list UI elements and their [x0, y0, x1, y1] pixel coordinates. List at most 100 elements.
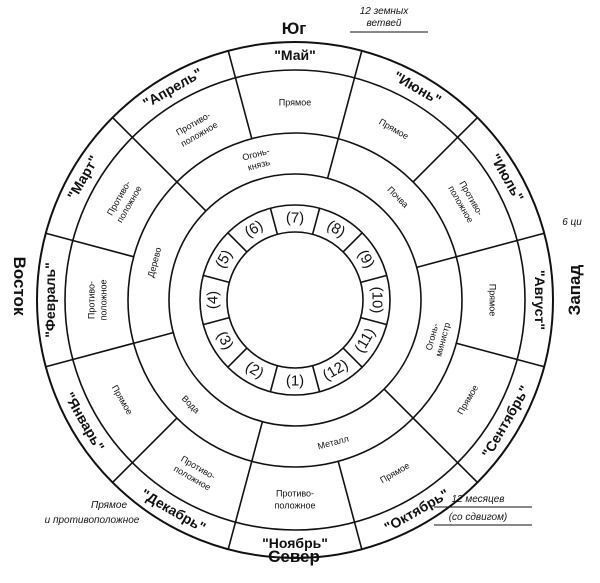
wheel-rings	[36, 41, 554, 559]
svg-text:12 земных: 12 земных	[360, 6, 410, 17]
spoke-line	[227, 347, 248, 368]
spoke-line	[342, 347, 363, 368]
spoke-line	[311, 365, 321, 392]
branch-number-text: (6)	[242, 217, 266, 241]
ring-circle	[226, 231, 364, 369]
month-label: "Ноябрь"	[262, 535, 328, 551]
branch-number: (4)	[205, 291, 222, 309]
element-label: Металл	[316, 434, 349, 452]
spoke-line	[131, 136, 178, 183]
relation-label-text: Прямое	[377, 117, 410, 142]
spoke-line	[456, 239, 518, 258]
relation-label: Прямое	[377, 117, 410, 142]
spoke-line	[203, 316, 230, 326]
relation-label: Противо-положное	[172, 454, 217, 493]
spoke-line	[131, 417, 178, 464]
branch-number-text: (3)	[213, 328, 237, 352]
element-label-text: Вода	[180, 393, 202, 415]
month-label: "Февраль"	[42, 262, 58, 337]
spoke-line	[337, 461, 356, 523]
ring-circle	[199, 204, 391, 396]
direction-west: Запад	[565, 264, 584, 315]
svg-text:Прямое: Прямое	[91, 500, 127, 511]
month-label: "Май"	[274, 47, 316, 63]
relation-label-text: Прямое	[110, 383, 135, 416]
element-label-text: Металл	[316, 434, 349, 452]
branch-number-text: (8)	[324, 217, 348, 241]
relation-label: Противо-положное	[174, 110, 219, 149]
month-label: "Март"	[64, 153, 102, 203]
note-months-shifted: 12 месяцев (со сдвигом)	[434, 494, 532, 526]
relation-label: Прямое	[488, 284, 498, 316]
relation-label: Прямое	[110, 383, 135, 416]
relation-label: Прямое	[378, 460, 411, 485]
element-label: Дерево	[146, 246, 164, 278]
spoke-line	[311, 208, 321, 235]
relation-label: Противо-положное	[275, 489, 316, 511]
direction-east: Восток	[10, 257, 29, 316]
branch-number: (6)	[242, 217, 266, 241]
spoke-line	[72, 342, 134, 361]
svg-text:и противоположное: и противоположное	[45, 515, 140, 526]
element-label-text: Дерево	[146, 246, 164, 278]
spoke-line	[457, 462, 478, 483]
relation-label-text: Прямое	[455, 383, 480, 416]
spoke-line	[383, 388, 414, 419]
spoke-line	[203, 274, 230, 284]
spoke-line	[269, 365, 279, 392]
spoke-line	[412, 417, 459, 464]
spoke-line	[360, 274, 387, 284]
branch-number-text: (5)	[212, 247, 236, 271]
spoke-line	[416, 256, 457, 269]
spoke-line	[353, 521, 363, 550]
month-label-text: "Март"	[64, 153, 102, 203]
relation-label-text: положное	[99, 280, 109, 321]
branch-number: (9)	[354, 247, 378, 271]
branch-number: (3)	[213, 328, 237, 352]
spoke-line	[251, 421, 264, 462]
month-label-text: "Август"	[532, 270, 548, 330]
spoke-line	[227, 232, 248, 253]
spoke-line	[353, 50, 363, 79]
branch-number-text: (1)	[286, 373, 304, 390]
ring-circle	[168, 173, 422, 427]
relation-label: Прямое	[455, 383, 480, 416]
branch-number: (7)	[286, 210, 304, 227]
svg-text:ветвей: ветвей	[367, 18, 402, 29]
element-label: Вода	[180, 393, 202, 415]
spoke-line	[234, 77, 253, 139]
wheel-spokes	[45, 50, 545, 550]
svg-text:12 месяцев: 12 месяцев	[451, 494, 504, 505]
spoke-line	[337, 77, 356, 139]
branch-number-text: (10)	[369, 287, 386, 314]
spoke-line	[112, 462, 133, 483]
spoke-line	[72, 239, 134, 258]
spoke-line	[360, 316, 387, 326]
element-label: Огонь-министр	[424, 321, 452, 357]
direction-north: Север	[268, 547, 320, 566]
month-label: "Август"	[532, 270, 548, 330]
branch-number: (5)	[212, 247, 236, 271]
ring-circle	[36, 41, 554, 559]
spoke-line	[342, 232, 363, 253]
spoke-line	[234, 461, 253, 523]
branch-number-text: (2)	[242, 358, 266, 382]
element-label: Почва	[385, 185, 410, 210]
spoke-line	[412, 136, 459, 183]
spoke-line	[112, 117, 133, 138]
relation-label-text: Противо-	[276, 489, 314, 499]
svg-text:(со сдвигом): (со сдвигом)	[449, 512, 508, 523]
month-label-text: "Май"	[274, 47, 316, 63]
branch-number: (8)	[324, 217, 348, 241]
spoke-line	[45, 358, 74, 368]
direction-south: Юг	[282, 19, 307, 38]
relation-label-text: Прямое	[378, 460, 411, 485]
relation-label: Противо-положное	[446, 179, 485, 224]
month-label-text: "Февраль"	[42, 262, 58, 337]
spoke-line	[516, 358, 545, 368]
spoke-line	[516, 232, 545, 242]
relation-label-text: Противо-	[87, 281, 97, 319]
branch-number-text: (9)	[354, 247, 378, 271]
branch-number: (10)	[369, 287, 386, 314]
